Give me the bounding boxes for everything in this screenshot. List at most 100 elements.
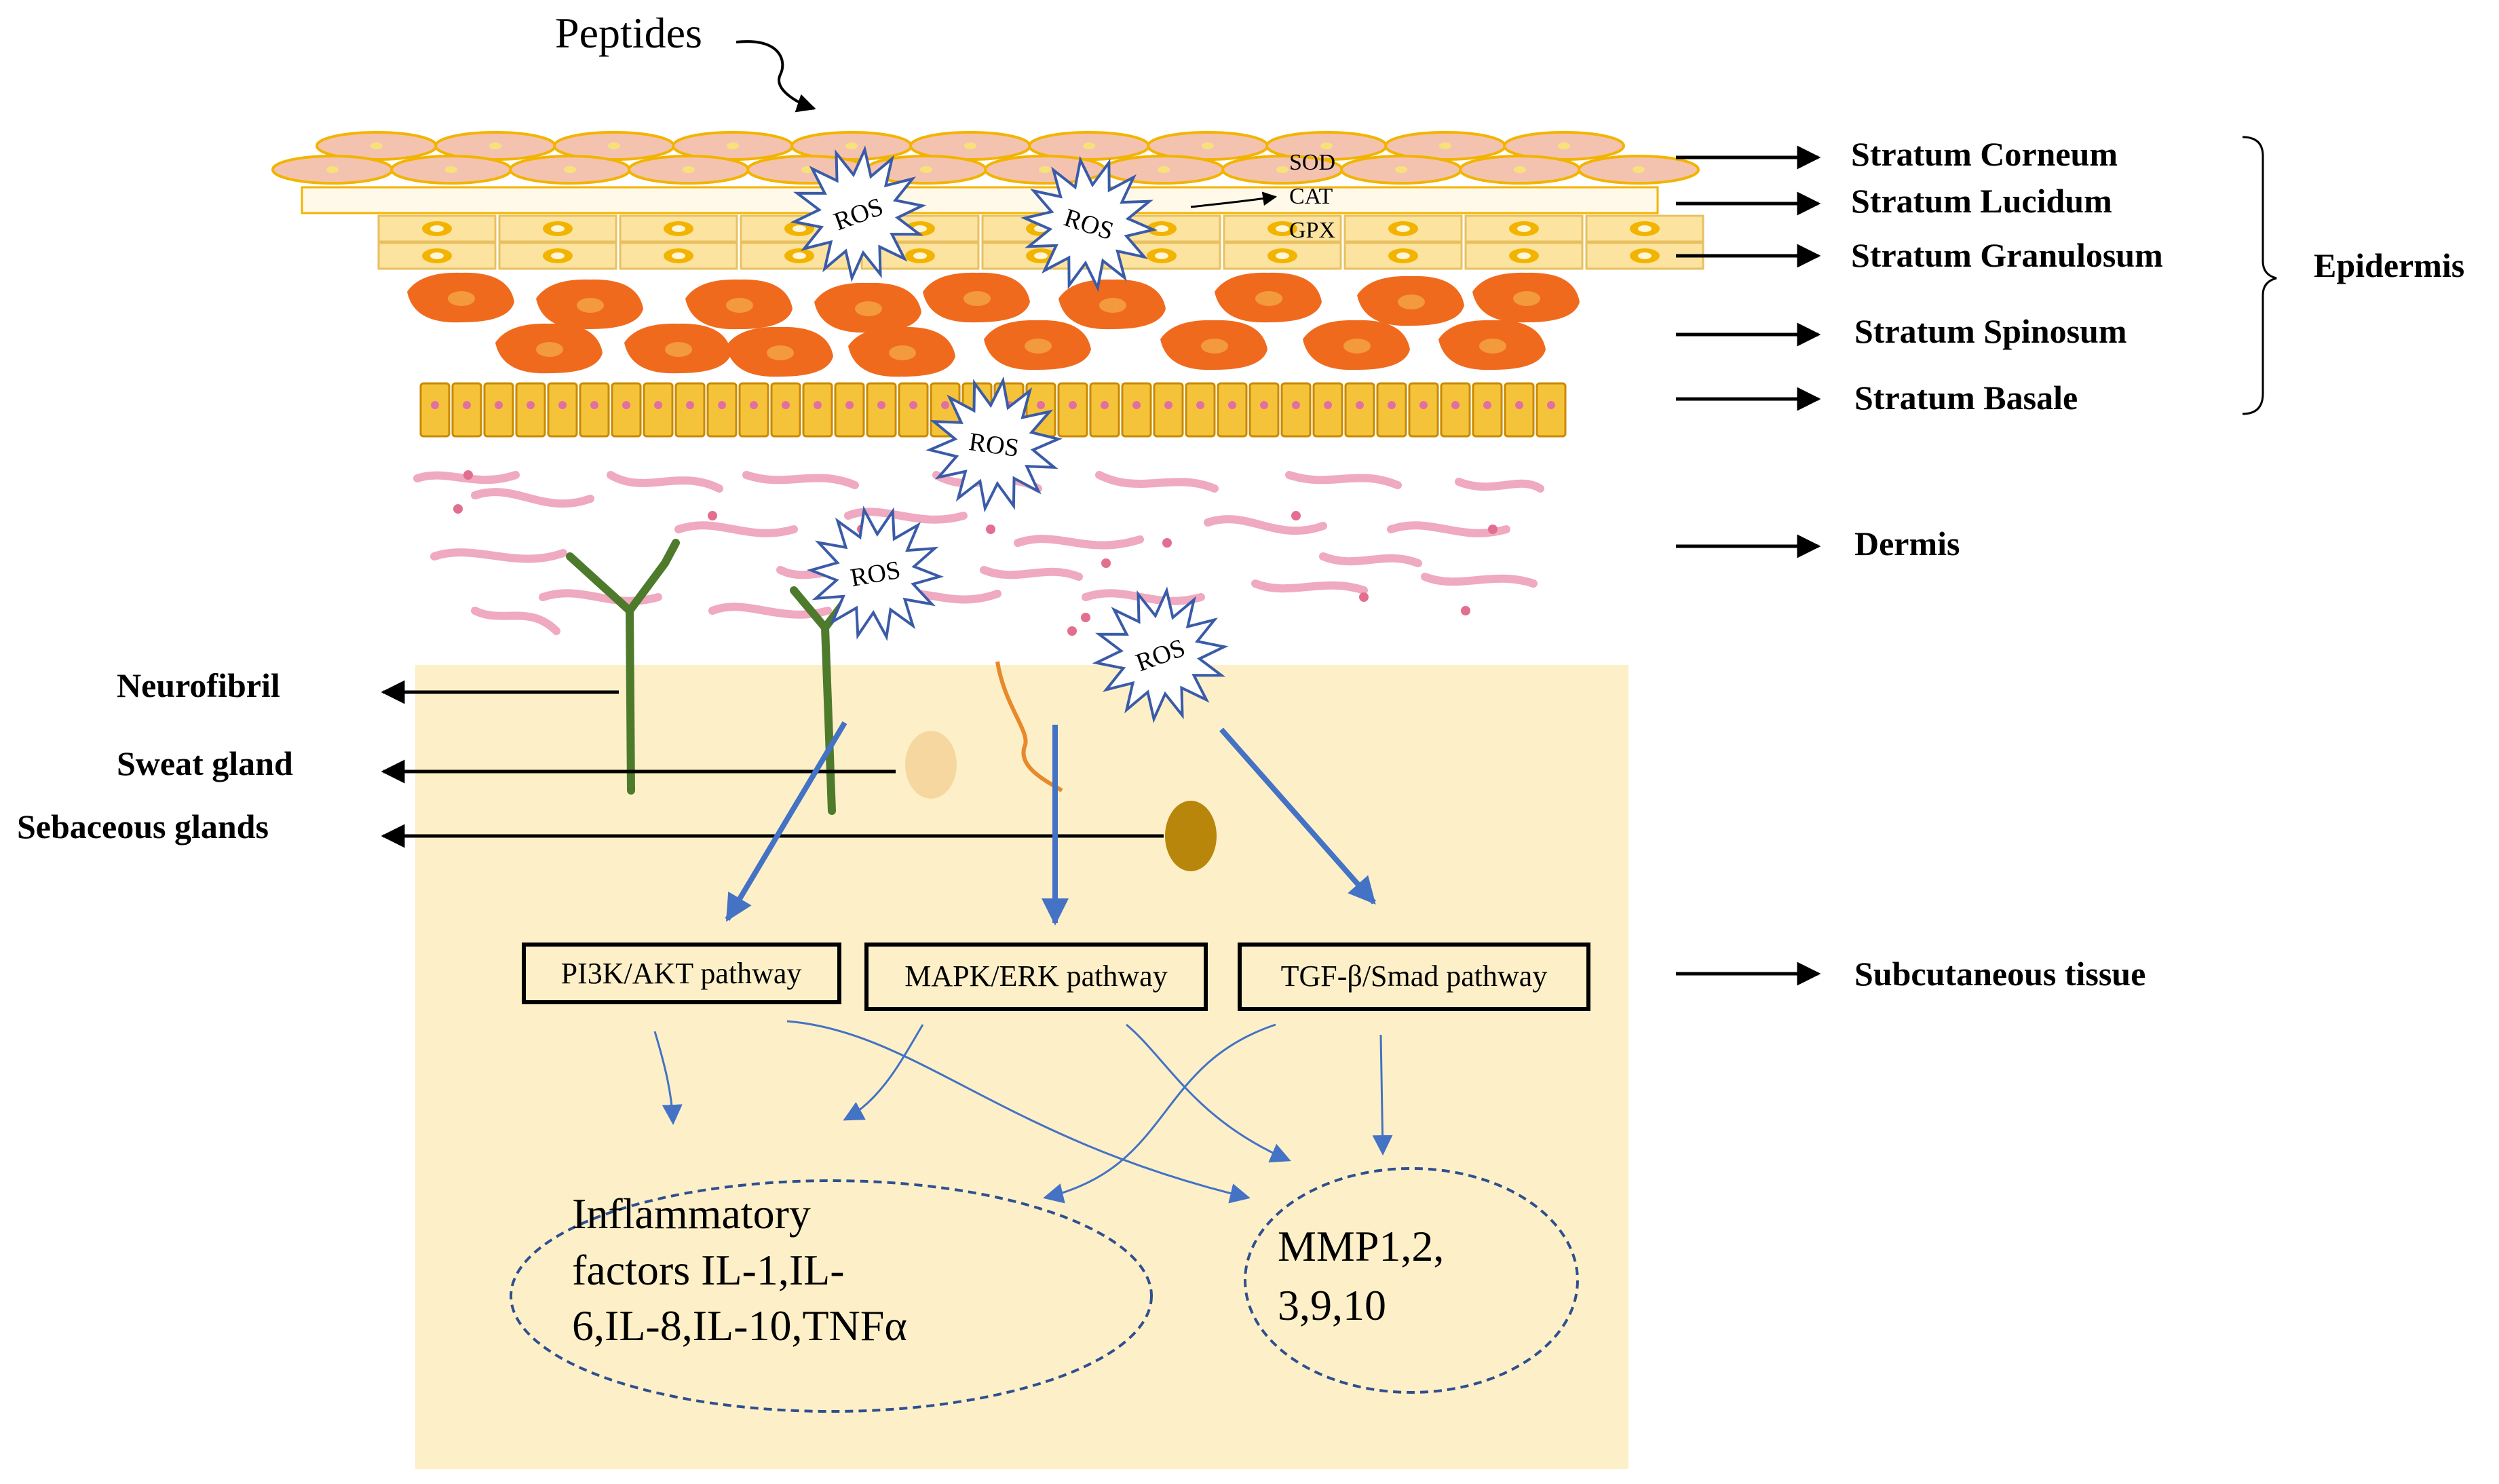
dermis-fiber <box>844 508 968 524</box>
label-dermis: Dermis <box>1854 525 1960 563</box>
corneum-nucleus <box>564 166 576 173</box>
basale-nucleus <box>845 401 854 409</box>
corneum-nucleus <box>1633 166 1645 173</box>
basale-cell <box>1344 382 1375 438</box>
dermis-fiber <box>1455 478 1544 493</box>
dermis-fiber <box>742 471 859 489</box>
basale-cell <box>1089 382 1120 438</box>
basale-nucleus <box>527 401 535 409</box>
basale-nucleus <box>1547 401 1555 409</box>
ros-marker: ROS <box>1020 155 1158 292</box>
basale-cell <box>451 382 482 438</box>
basale-nucleus <box>1260 401 1268 409</box>
mapk-erk-label: MAPK/ERK pathway <box>904 959 1167 993</box>
dermis-fibers <box>413 470 1544 636</box>
pi3k-akt-label: PI3K/AKT pathway <box>561 957 802 990</box>
basale-cell <box>1121 382 1152 438</box>
stratum-corneum-layer <box>271 131 1700 185</box>
arrow-to-tgf <box>1219 727 1376 905</box>
stratum-spinosum-layer <box>407 272 1580 377</box>
basale-nucleus <box>941 401 949 409</box>
mmp-line-1: MMP1,2, <box>1278 1222 1444 1270</box>
basale-cell <box>1472 382 1503 438</box>
mmp-line-2: 3,9,10 <box>1278 1281 1386 1329</box>
corneum-nucleus <box>1558 142 1570 149</box>
label-corneum: Stratum Corneum <box>1851 135 2118 173</box>
basale-nucleus <box>1515 401 1523 409</box>
basale-cell <box>770 382 801 438</box>
corneum-nucleus <box>608 142 620 149</box>
spinosum-nucleus <box>577 298 604 313</box>
ros-marker: ROS <box>1092 586 1229 723</box>
basale-cell <box>611 382 642 438</box>
tgf-to-inflammatory <box>1043 1023 1276 1204</box>
ros-label: ROS <box>967 427 1020 463</box>
inflammatory-line-2: factors IL-1,IL- <box>572 1246 845 1294</box>
enzyme-gpx: GPX <box>1289 218 1335 243</box>
dermis-cell-dot <box>708 511 717 520</box>
corneum-nucleus <box>1202 142 1214 149</box>
arrow-to-pi3k <box>725 721 847 922</box>
mapk-to-mmp <box>1126 1023 1291 1163</box>
basale-cell <box>1408 382 1439 438</box>
stratum-lucidum-layer <box>301 186 1659 214</box>
dermis-fiber <box>607 471 723 493</box>
granulosum-nucleus-core <box>430 225 444 232</box>
dermis-cell-dot <box>1162 538 1172 548</box>
dermis-fiber <box>471 488 594 508</box>
dermis-fiber <box>1421 573 1538 588</box>
basale-cell <box>1185 382 1216 438</box>
basale-cell <box>802 382 833 438</box>
ros-star <box>1020 155 1158 292</box>
sebaceous-gland-shape <box>1165 801 1217 871</box>
basale-cell <box>1504 382 1535 438</box>
dermis-cell-dot <box>986 525 995 534</box>
basale-nucleus <box>718 401 726 409</box>
basale-cell <box>1217 382 1248 438</box>
dermis-fiber <box>1319 552 1422 567</box>
granulosum-nucleus-core <box>551 252 565 259</box>
basale-cell <box>1312 382 1343 438</box>
basale-nucleus <box>1196 401 1204 409</box>
corneum-nucleus <box>964 142 976 149</box>
spinosum-nucleus <box>1343 339 1371 354</box>
basale-nucleus <box>495 401 503 409</box>
basale-nucleus <box>590 401 598 409</box>
basale-cell <box>1440 382 1471 438</box>
granulosum-nucleus-core <box>672 225 685 232</box>
enzyme-arrow <box>1190 191 1278 208</box>
basale-nucleus <box>1037 401 1045 409</box>
basale-cell <box>1535 382 1567 438</box>
sweat-gland-shape <box>905 731 957 799</box>
tgf-smad-label: TGF-β/Smad pathway <box>1281 959 1548 993</box>
basale-nucleus <box>463 401 471 409</box>
dermis-fiber <box>1204 515 1327 535</box>
stratum-basale-layer <box>419 382 1567 438</box>
spinosum-nucleus <box>889 345 916 360</box>
basale-nucleus <box>558 401 567 409</box>
ros-marker: ROS <box>926 376 1063 513</box>
corneum-nucleus <box>845 142 858 149</box>
dermis-cell-dot <box>1488 525 1498 534</box>
mmp-ellipse <box>1244 1167 1579 1394</box>
dermis-fiber <box>1014 535 1144 550</box>
basale-cell <box>643 382 674 438</box>
corneum-nucleus <box>1039 166 1051 173</box>
subcutaneous-tissue-region <box>415 665 1628 1469</box>
basale-nucleus <box>1069 401 1077 409</box>
peptides-arrow <box>736 40 816 113</box>
basale-nucleus <box>1356 401 1364 409</box>
label-spinosum: Stratum Spinosum <box>1854 312 2127 350</box>
dermis-cell-dot <box>1101 558 1111 568</box>
basale-nucleus <box>909 401 917 409</box>
basale-nucleus <box>1101 401 1109 409</box>
tgf-to-mmp <box>1372 1034 1393 1156</box>
mapk-erk-box <box>864 943 1208 1011</box>
basale-cell <box>866 382 897 438</box>
spinosum-nucleus <box>1255 291 1282 306</box>
spinosum-nucleus <box>1201 339 1228 354</box>
basale-cell <box>579 382 610 438</box>
basale-cell <box>1280 382 1312 438</box>
